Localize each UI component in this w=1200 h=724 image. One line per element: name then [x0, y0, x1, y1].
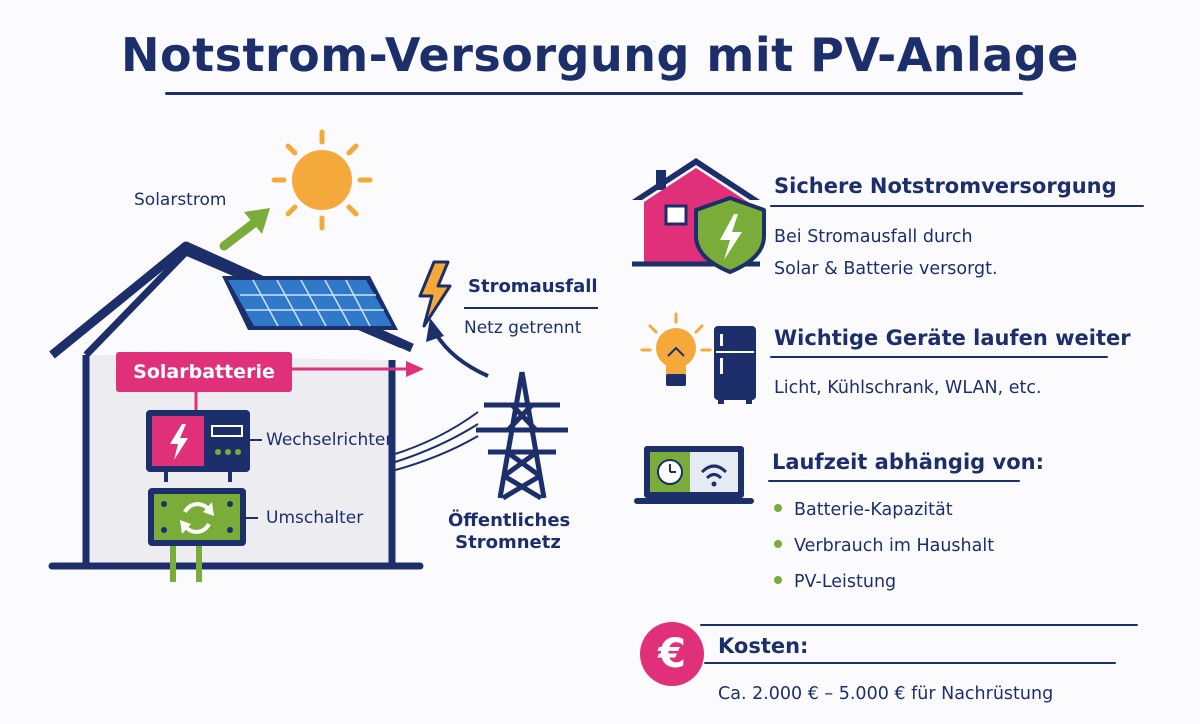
runtime-title: Laufzeit abhängig von: [772, 450, 1044, 474]
netz-getrennt-label: Netz getrennt [464, 318, 582, 338]
laptop-clock-wifi-icon [634, 446, 754, 504]
costs-title: Kosten: [718, 634, 809, 658]
sun-icon [271, 129, 373, 231]
runtime-factor-list: Batterie-Kapazität Verbrauch im Haushalt… [774, 492, 994, 600]
house-shield-icon [632, 158, 766, 274]
runtime-factor: Verbrauch im Haushalt [794, 536, 995, 556]
runtime-rule [768, 480, 1020, 482]
secure-supply-line1: Bei Stromausfall durch [774, 227, 973, 247]
inverter-icon [146, 410, 250, 482]
stromausfall-label: Stromausfall [468, 276, 598, 297]
runtime-factor: Batterie-Kapazität [794, 500, 953, 520]
euro-icon: € [640, 622, 704, 686]
costs-rule [704, 662, 1116, 664]
solar-panel-icon [222, 276, 398, 330]
title-underline [165, 92, 1023, 95]
bullet-icon [774, 540, 782, 548]
power-pylon-icon [476, 371, 568, 501]
solarstrom-arrow-icon [219, 208, 270, 251]
page-title: Notstrom-Versorgung mit PV-Anlage [121, 28, 1079, 82]
bullet-icon [774, 504, 782, 512]
lightning-icon [418, 260, 452, 328]
devices-rule [770, 356, 1108, 358]
wechselrichter-label: Wechselrichter [266, 430, 393, 450]
costs-top-rule [700, 624, 1138, 626]
grid-disconnect-arrow-icon [426, 318, 489, 378]
battery-arrow-icon [292, 361, 424, 377]
costs-text: Ca. 2.000 € – 5.000 € für Nachrüstung [718, 684, 1054, 704]
devices-text: Licht, Kühlschrank, WLAN, etc. [774, 378, 1042, 398]
runtime-factor: PV-Leistung [794, 572, 897, 592]
secure-supply-line2: Solar & Batterie versorgt. [774, 259, 998, 279]
umschalter-label: Umschalter [266, 508, 364, 528]
stromnetz-label-line2: Stromnetz [455, 532, 561, 553]
secure-supply-title: Sichere Notstromversorgung [774, 174, 1117, 198]
power-lines [391, 411, 479, 472]
solarstrom-label: Solarstrom [134, 190, 227, 210]
switch-icon [148, 488, 246, 582]
list-item: PV-Leistung [774, 564, 994, 600]
list-item: Verbrauch im Haushalt [774, 528, 994, 564]
list-item: Batterie-Kapazität [774, 492, 994, 528]
secure-supply-rule [770, 205, 1144, 207]
solarbatterie-label: Solarbatterie [116, 352, 292, 392]
stromnetz-label-line1: Öffentliches [448, 510, 571, 531]
devices-title: Wichtige Geräte laufen weiter [774, 326, 1131, 350]
bullet-icon [774, 576, 782, 584]
fridge-icon [714, 326, 756, 404]
lightbulb-icon [640, 312, 712, 386]
